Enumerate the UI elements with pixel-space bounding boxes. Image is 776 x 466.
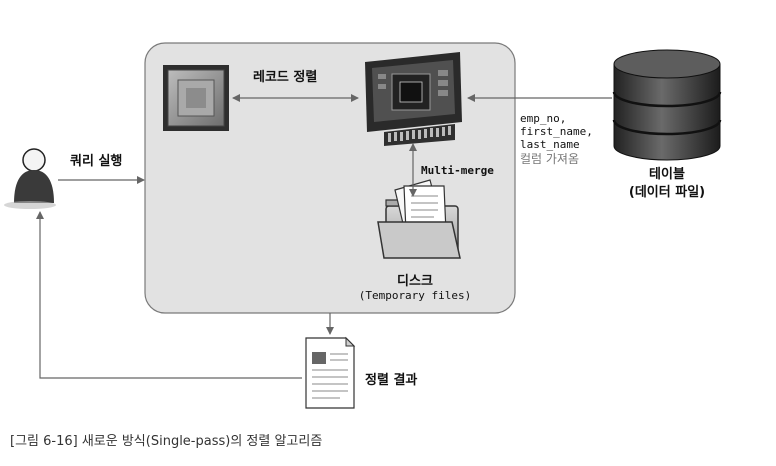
cpu-chip-icon xyxy=(163,65,229,131)
folder-files-icon xyxy=(377,179,461,259)
column-last-name: last_name xyxy=(520,138,580,151)
disk-label: 디스크 xyxy=(397,274,433,289)
user-icon xyxy=(4,148,56,209)
figure-caption: [그림 6-16] 새로운 방식(Single-pass)의 정렬 알고리즘 xyxy=(10,434,323,449)
column-emp-no: emp_no, xyxy=(520,112,567,125)
columns-fetch-label: 컬럼 가져옴 xyxy=(520,152,580,166)
memory-board-icon xyxy=(365,52,462,146)
result-document-icon xyxy=(305,336,356,409)
data-file-label: (데이터 파일) xyxy=(628,185,706,200)
record-sort-label: 레코드 정렬 xyxy=(253,70,318,85)
arrow-result-to-user xyxy=(36,211,302,379)
multi-merge-label: Multi-merge xyxy=(421,164,494,177)
database-icon xyxy=(612,49,722,161)
table-label: 테이블 xyxy=(649,167,685,182)
sort-result-label: 정렬 결과 xyxy=(365,373,418,388)
column-first-name: first_name, xyxy=(520,125,593,138)
temp-files-label: (Temporary files) xyxy=(358,289,472,302)
query-exec-label: 쿼리 실행 xyxy=(70,154,123,169)
